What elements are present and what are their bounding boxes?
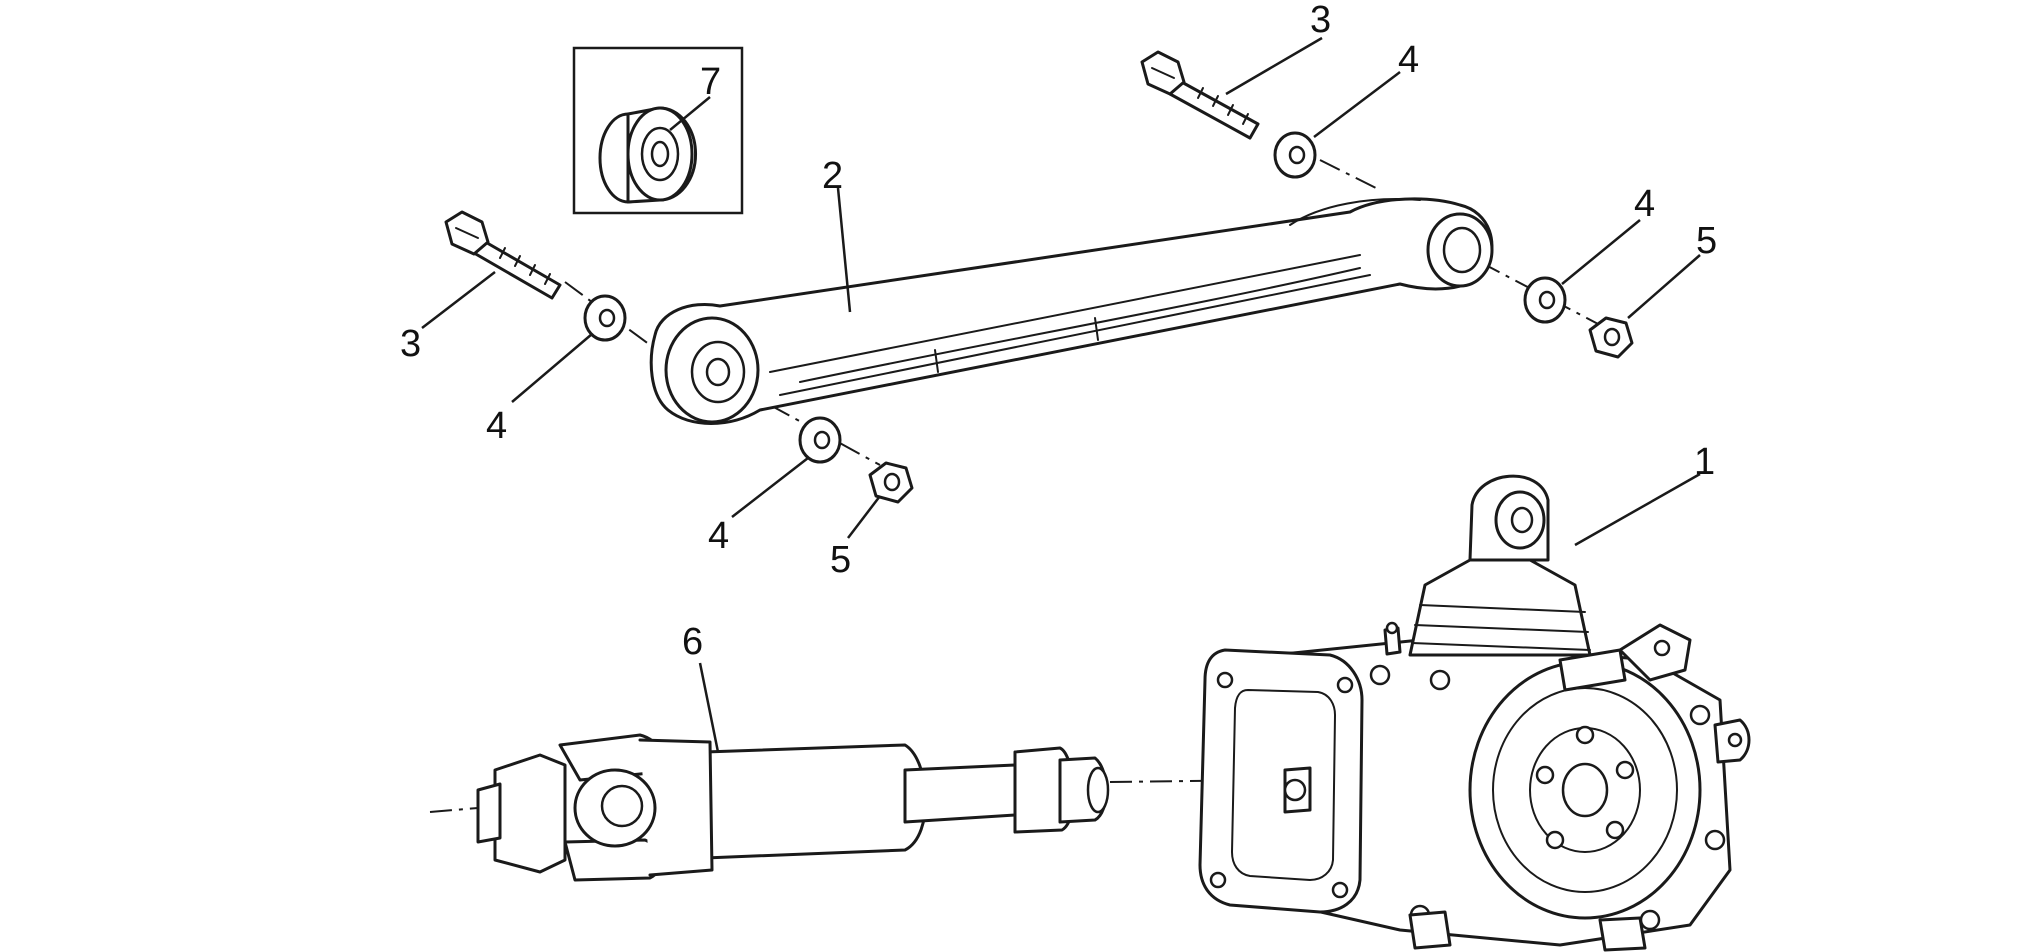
washer-part-4-a [583,294,627,342]
callout-3-right: 3 [1310,0,1331,41]
callout-1: 1 [1694,441,1715,483]
callout-5-lower: 5 [830,539,851,581]
washer-part-4-c [1273,131,1317,179]
nut-part-5-left [868,461,914,504]
gearbox-part-1 [1198,474,1751,952]
bolt-part-3-left [444,210,562,300]
drive-shaft-part-6 [476,733,1110,882]
nut-part-5-right [1588,316,1634,359]
callout-6: 6 [682,621,703,663]
callout-4-top-right: 4 [1398,39,1419,81]
callout-4-right: 4 [1634,183,1655,225]
callout-3-left: 3 [400,323,421,365]
callout-5-right: 5 [1696,220,1717,262]
bolt-part-3-right [1140,50,1260,140]
link-arm-part-2 [649,197,1494,425]
callout-7: 7 [700,61,721,103]
bushing-part-7 [572,46,744,215]
callout-4-left-upper: 4 [486,405,507,447]
washer-part-4-b [798,416,842,464]
washer-part-4-d [1523,276,1567,324]
callout-labels: 1 2 3 3 4 4 4 4 5 5 6 7 [400,0,1717,663]
leader-lines [421,36,1701,753]
callout-4-lower: 4 [708,515,729,557]
callout-2: 2 [822,155,843,197]
